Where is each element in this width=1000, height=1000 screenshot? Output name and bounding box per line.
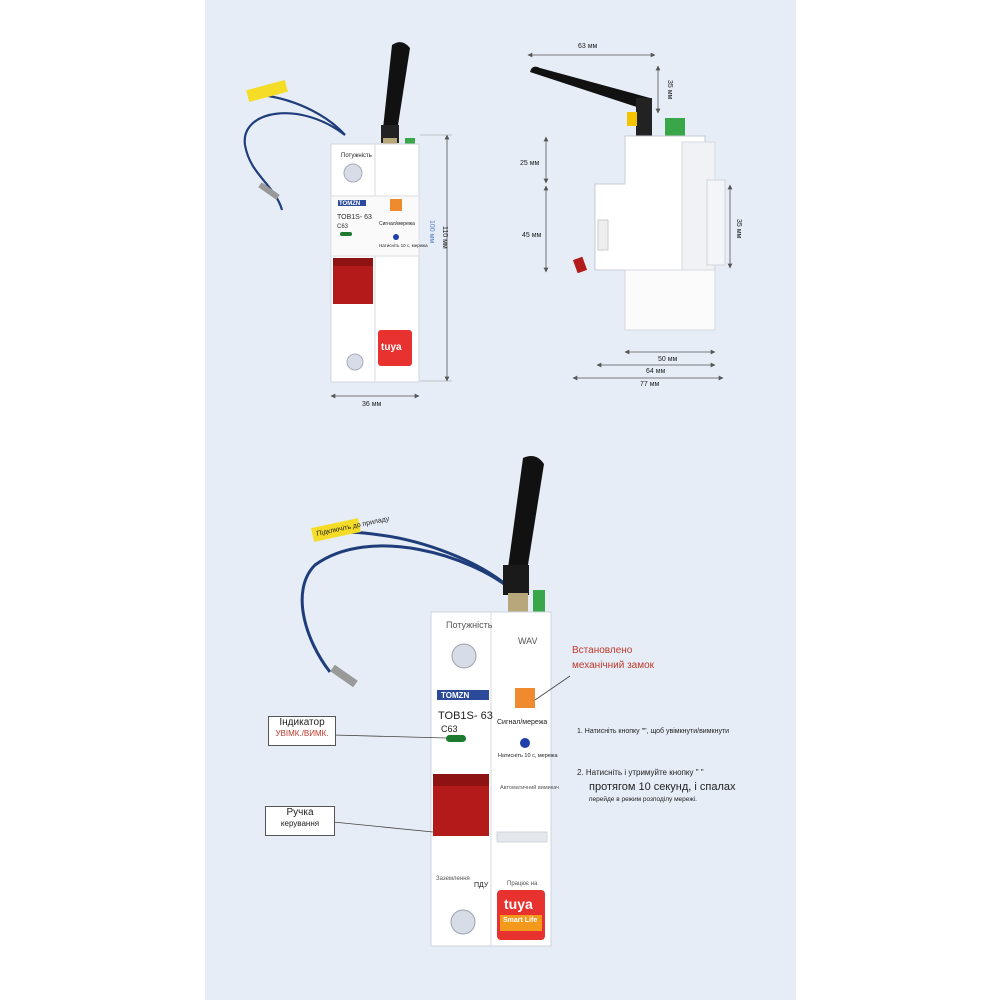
indicator-callout-line1: Індикатор (279, 717, 325, 728)
power-label-small: Потужність (341, 153, 372, 159)
ground-label: Заземлення (436, 876, 470, 882)
antenna-large (505, 456, 544, 590)
dim-seg-25: 25 мм (520, 160, 540, 167)
cable-small (243, 112, 346, 211)
dim-height: 110 мм (441, 226, 448, 249)
net-hint-small: Натисніть 10 с, мережа (379, 243, 428, 248)
handle-callout-line2: керування (280, 818, 320, 828)
side-view (527, 52, 733, 381)
power-label: Потужність (446, 620, 493, 630)
cable-large (300, 544, 513, 673)
brand-label: TOMZN (441, 691, 470, 700)
svg-text:TOB1S- 63: TOB1S- 63 (337, 214, 372, 221)
signal-label: Сигнал/мережа (497, 719, 548, 726)
network-button-icon (520, 738, 530, 748)
front-view-small: TOB1S- 63 C63 tuya (243, 42, 452, 399)
mechanical-lock-icon (515, 688, 535, 708)
brand-small: TOMZN (339, 201, 361, 207)
lock-callout-line1: Встановлено (572, 645, 633, 656)
cable-tag-small (246, 80, 288, 102)
instruction-step2b: протягом 10 секунд, і спалах (589, 781, 736, 793)
model-label: TOB1S- 63 (438, 710, 493, 722)
brand-plate (437, 690, 489, 700)
dim-depth-35: 35 мм (735, 219, 742, 239)
antenna-side (530, 66, 650, 110)
net-hint-label: Натисніть 10 с, мережа (498, 753, 558, 759)
instruction-step2a: 2. Натисніть і утримуйте кнопку " " (577, 768, 704, 777)
dim-77: 77 мм (640, 381, 660, 388)
dim-height-top: 100 мм (428, 220, 435, 244)
cable-tag-large (311, 518, 361, 542)
signal-label-small: Сигнал/мережа (379, 221, 415, 227)
lock-callout-line2: механічний замок (572, 660, 655, 671)
svg-text:C63: C63 (337, 224, 349, 230)
tuya-logo-text: tuya (504, 896, 533, 912)
handle-callout-line1: Ручка (286, 807, 314, 818)
dim-width-side-top: 63 мм (578, 43, 598, 50)
indicator-callout-line2: УВІМК./ВИМК. (275, 728, 329, 738)
app-badge-text: Smart Life (503, 917, 538, 924)
power-knob-icon (451, 643, 477, 669)
dim-seg-45: 45 мм (522, 232, 542, 239)
dim-width-front: 36 мм (362, 401, 382, 408)
auto-label: Автоматичний вимикач (500, 785, 560, 791)
instruction-step1: 1. Натисніть кнопку "", щоб увімкнути/ви… (577, 728, 730, 735)
indicator-led (446, 735, 466, 742)
dim-50: 50 мм (658, 356, 678, 363)
platform-caption: Працює на (507, 881, 538, 887)
instruction-step2c: перейде в режим розподілу мережі. (589, 796, 697, 803)
indicator-callout: Індикатор УВІМК./ВИМК. (268, 716, 336, 746)
wav-label: WAV (518, 636, 538, 646)
front-view-large (300, 456, 571, 947)
handle-callout: Ручка керування (265, 806, 335, 836)
dim-64: 64 мм (646, 368, 666, 375)
antenna-small (382, 42, 410, 138)
remote-label: ПДУ (474, 882, 489, 889)
dim-antenna-h: 35 мм (666, 80, 673, 100)
svg-text:tuya: tuya (381, 342, 402, 353)
model-rating-label: C63 (441, 724, 458, 734)
